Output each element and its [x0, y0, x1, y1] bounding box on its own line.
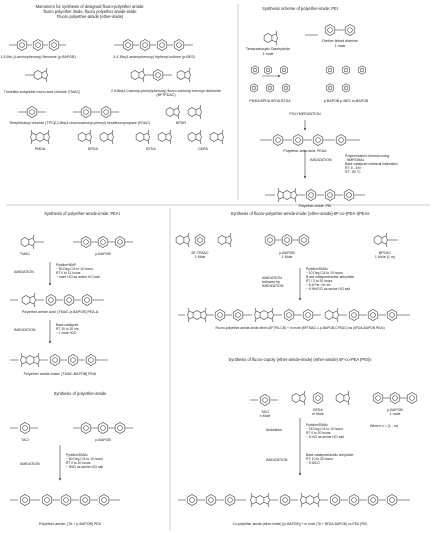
panel-d-title: Synthesis of fluoro-polyether-amide-imid… — [230, 211, 370, 216]
cond-f-0: Pyridine/DMAc — [66, 453, 88, 457]
label-imidization-d: IMIDIZATION — [262, 284, 284, 288]
panel-d-structures — [175, 232, 410, 323]
label-imidization-e: IMIDIZATION — [266, 458, 288, 462]
cond-e-imid-2: ~ 5 NiCO — [306, 461, 320, 465]
panel-a-title-line-1: Monomers for synthesis of designed fluor… — [35, 4, 145, 9]
cond-c-amid-2: RT 0 to 12 hours — [56, 271, 81, 275]
label-d-monomer-3: BFDAC — [378, 251, 392, 255]
cond-e-imid-1: RT: 10 to 30 hours — [306, 457, 333, 461]
label-diamine-list: p-BAPOB p-BES m-BAPOB — [323, 99, 369, 103]
label-e-product: Co-polyether-amide-(ether-imide) [(n-BAP… — [232, 522, 368, 526]
panel-a-title-line-2: fluoro polyether imide, fluoro polyether… — [43, 9, 137, 14]
cond-d-2: B ase catalyzed/acetic anhydride — [306, 275, 355, 279]
label-tetracarboxylic: Tetracarboxylic Dianhydride — [245, 47, 291, 51]
cond-d-1: ~ 10 Deg C/4 to 10 hours — [306, 271, 343, 275]
label-peai: Polyether amide-imide: [TMAC-BAPOB] PEAI — [23, 372, 97, 376]
label-polymerization: POLYMERIZATION — [289, 112, 321, 116]
label-tmac: Trimellitic anhydride mono acid chloride… — [3, 90, 81, 94]
label-bpdr: BPDR — [176, 121, 186, 125]
label-d-monomer-2: p-BAPOB — [279, 251, 295, 255]
label-amidation-c: AMIDATION — [14, 270, 34, 274]
label-btpdac: 2,5-Bis(4-Carboxy-phenylphenoxy) fluoro-… — [110, 89, 222, 98]
label-amidation-e: Amidation — [266, 428, 282, 432]
cond-b-3: RT: 5 - 8 hr — [345, 166, 362, 170]
label-f-tac: TACl — [21, 438, 29, 442]
label-diether-diamine: Diether linked diamine — [322, 39, 358, 43]
label-f-product: Polyether-amide: [TA + p-BAPOB] PEA — [38, 522, 102, 526]
cond-c-amid-0: Pyridine/NMP — [56, 263, 77, 267]
cond-f-3: ~ 5HCl as amine-HCl salt — [66, 465, 104, 469]
panel-e-structures — [178, 390, 418, 508]
label-p-bapob: 1,5-Bis (4-aminophenoxy) Benzene (p-BAPO… — [0, 55, 76, 59]
label-f-diamine: p-BAPOB — [95, 438, 111, 442]
label-btda: BTDA — [146, 147, 156, 151]
panel-c-title: Synthesis of polyether-amide-imide: PEAI — [44, 211, 120, 216]
cond-b-2: Base catalyzed chemical imidization — [345, 162, 398, 166]
label-odpa: ODPA — [198, 147, 208, 151]
panel-f-structures — [10, 422, 133, 506]
cond-e-imid-0: Base catalyzed/acetic anhydride — [306, 453, 354, 457]
cond-f-2: RT 0 to 20 hours — [66, 461, 91, 465]
cond-c-imid-2: ~ 1 mole H2O — [56, 331, 77, 335]
cond-d-0: Pyridine/DMAc — [306, 267, 328, 271]
label-e-diamine-mole: 1 mole — [389, 412, 401, 416]
panel-c-structures — [10, 234, 133, 368]
label-e-tac: TACl — [261, 410, 269, 414]
label-followed-by: followed by — [262, 280, 280, 284]
panel-b-title: Synthesis scheme of polyether-imide: PEI — [262, 6, 338, 11]
cond-d-3: RT / 3 to 20 hours — [306, 279, 333, 283]
cond-e-amid-3: ~ 5 HCl as amine HCl salt — [306, 435, 344, 439]
cond-e-amid-2: RT 0 to 20 hours — [306, 431, 331, 435]
label-mole-left: 1 mole — [262, 52, 274, 56]
panel-f-title: Synthesis of polyether-amide — [53, 391, 107, 396]
cond-e-amid-0: Pyridine/DMAc — [306, 423, 328, 427]
panel-e-title: Synthesis of fluoro-copoly (ether-amide-… — [228, 357, 372, 362]
label-bapob-c: p-BAPOB — [95, 252, 111, 256]
label-imidization-b: IMIDIZATION — [310, 158, 332, 162]
label-pei: Polyether-imide: PEI — [298, 204, 332, 208]
label-amidation-f: AMIDATION — [20, 462, 40, 466]
cond-d-5: ~ 6 NH/OCI as amine HCl salt — [306, 287, 350, 291]
cond-b-4: RT - 80 °C — [345, 170, 361, 174]
label-e-where-note: Where n = (1 - m) — [370, 424, 399, 428]
cond-c-imid-0: Base catalyzed — [56, 323, 79, 327]
label-p-bes: 4,4'-Bis(4-aminophenoxy) biphenyl sulfon… — [113, 55, 195, 59]
label-tpc: Terephthaloyl chloride (TPC) — [9, 121, 55, 125]
label-e-diamine: p-BAPOB — [387, 408, 403, 412]
label-tmac-c: TMAC — [19, 252, 31, 256]
label-dianhydride-list: PMDA BPDA 6FDA BTDA — [249, 99, 291, 103]
cond-d-4: ~ 6-6 Per: Nr. ed — [306, 283, 331, 287]
label-d-monomer-2-mole: 1 Mole — [281, 255, 293, 259]
label-e-bfda-mole: m Mole — [312, 412, 324, 416]
cond-e-amid-1: ~ 18 Deg C/4 to 10 hours — [306, 427, 343, 431]
cond-b-1: - NMP/DMAc — [345, 158, 365, 162]
label-d-monomer-3-mole: 1 Mole (1 m) — [374, 255, 396, 259]
panel-b-structures — [250, 24, 366, 203]
cond-f-1: ~ 60 Deg C/4 to 10 hours — [66, 457, 103, 461]
label-e-tac-mole: n Mole — [259, 414, 271, 418]
label-amidation-d: AMIDATION — [262, 276, 282, 280]
cond-c-amid-1: ~ 60 Deg C/4 to 10 hours — [56, 267, 93, 271]
label-imidization-c: IMIDIZATION — [14, 328, 36, 332]
label-fdac: 2,2-Bis(4-chlorocarbonyl-phenyl) hexaflu… — [53, 121, 151, 125]
panel-a-title-line-3: Fluoro polyether-amide (ether-imide) — [56, 14, 124, 19]
label-pmda: PMDA — [34, 147, 46, 151]
label-bpda: BPDA — [88, 147, 98, 151]
label-pea-a: Polyether-amide acid: [TMAC-p-BAPOB] PEA… — [21, 310, 99, 314]
label-peaa: Polyether-amic acid: PEAA — [283, 149, 327, 153]
label-d-monomer-1: 6F-TPAAC — [191, 251, 209, 255]
label-d-product: Fluoro-polyether-amide-imide-ether-(6FTP… — [215, 326, 385, 330]
cond-c-imid-1: RT 10 to 30 hrs — [56, 327, 79, 331]
cond-c-amid-3: ~ more HCl as amine HCl salt — [56, 275, 100, 279]
label-mole-right: 1 mole — [334, 44, 346, 48]
panel-a-structures — [9, 39, 224, 145]
label-e-bfda: BFDA — [313, 408, 323, 412]
cond-b-0: Polymerization: thermal curing — [345, 154, 390, 158]
label-d-monomer-1-mole: 1 Mole — [194, 255, 206, 259]
